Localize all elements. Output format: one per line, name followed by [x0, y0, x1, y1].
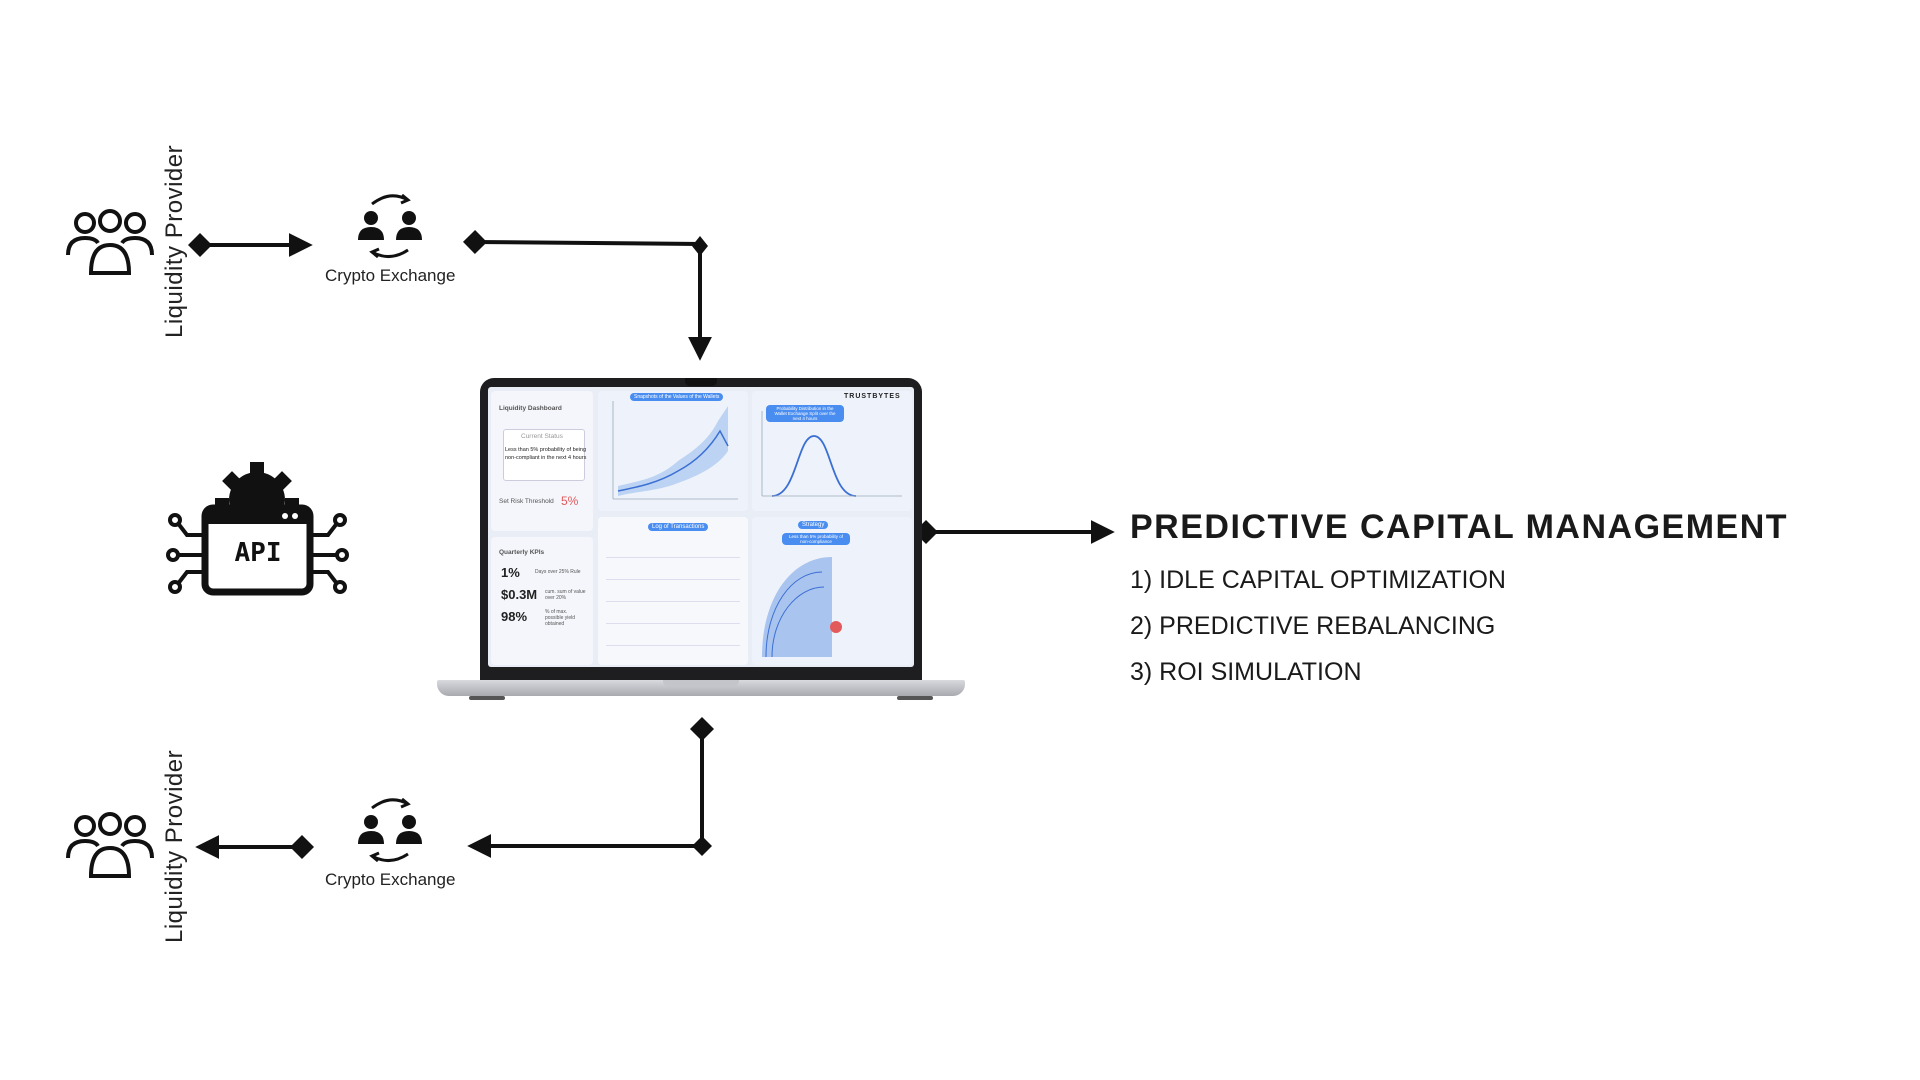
- wallet-values-plot: [612, 401, 738, 500]
- current-status: Current Status: [521, 433, 563, 440]
- dashboard-screen: Liquidity Dashboard Current Status Less …: [488, 387, 914, 667]
- strategy-note: Less than 5% probability of non-complian…: [782, 533, 850, 545]
- panel-item-1: 1) IDLE CAPITAL OPTIMIZATION: [1130, 566, 1506, 594]
- exchange-top: [350, 188, 430, 264]
- provider-bottom-label: Liquidity Provider: [161, 749, 188, 943]
- provider-top: [65, 205, 155, 285]
- exchange-users-icon: [358, 797, 422, 863]
- chart1-title-pill: Snapshots of the Values of the Wallets: [630, 393, 724, 401]
- dashboard-kpi-panel: Quarterly KPIs 1% Days over 25% Rule $0.…: [491, 537, 593, 665]
- exchange-bottom-label: Crypto Exchange: [325, 870, 456, 889]
- dashboard-panel-title: Liquidity Dashboard: [499, 405, 562, 412]
- kpi-3-value: 98%: [501, 609, 528, 624]
- kpi-2-desc: cum. sum of value over 20%: [545, 589, 586, 601]
- strategy-chart: Strategy Less than 5% probability of non…: [752, 517, 912, 665]
- kpi-1-desc: Days over 25% Rule: [535, 569, 581, 575]
- api-gear-icon: [166, 462, 349, 596]
- wallet-values-chart: Snapshots of the Values of the Wallets: [598, 391, 748, 511]
- people-group-icon: [66, 209, 154, 275]
- log-title-pill: Log of Transactions: [648, 523, 709, 531]
- kpis-title: Quarterly KPIs: [499, 549, 545, 556]
- strategy-plot: [762, 557, 842, 658]
- api-node: API: [165, 460, 350, 600]
- exchange-users-icon: [358, 193, 422, 259]
- transaction-log: Log of Transactions: [598, 517, 748, 665]
- exchange-bottom: [350, 792, 430, 868]
- people-group-icon: [66, 812, 154, 878]
- status-text-1: Less than 5% probability of being: [505, 447, 587, 453]
- exchange-top-label: Crypto Exchange: [325, 266, 456, 285]
- laptop-base: [437, 680, 965, 696]
- panel-item-3: 3) ROI SIMULATION: [1130, 658, 1362, 686]
- threshold-value[interactable]: 5%: [561, 494, 579, 508]
- provider-top-label: Liquidity Provider: [161, 144, 188, 338]
- status-text-2: non-compliant in the next 4 hours: [505, 455, 587, 461]
- dashboard-status-panel: Liquidity Dashboard Current Status Less …: [491, 391, 593, 531]
- laptop: Liquidity Dashboard Current Status Less …: [437, 378, 965, 702]
- api-label: API: [234, 538, 282, 568]
- brand-logo: TRUSTBYTES: [844, 393, 901, 400]
- strategy-pill: Strategy: [798, 521, 829, 529]
- chart2-title-pill: Probability Distribution in the Wallet E…: [766, 405, 844, 422]
- panel-title: PREDICTIVE CAPITAL MANAGEMENT: [1130, 508, 1789, 546]
- connector-exchange-laptop-top: [463, 230, 712, 361]
- kpi-2-value: $0.3M: [501, 587, 538, 602]
- connector-laptop-exchange-bottom: [467, 717, 714, 858]
- kpi-3-desc: % of max. possible yield obtained: [545, 609, 576, 627]
- kpi-1-value: 1%: [501, 565, 520, 580]
- threshold-label: Set Risk Threshold: [499, 498, 554, 505]
- provider-bottom: [65, 808, 155, 888]
- probability-chart: TRUSTBYTES Probability Distribution in t…: [752, 391, 912, 511]
- probability-plot: [761, 411, 902, 497]
- panel-item-2: 2) PREDICTIVE REBALANCING: [1130, 612, 1496, 640]
